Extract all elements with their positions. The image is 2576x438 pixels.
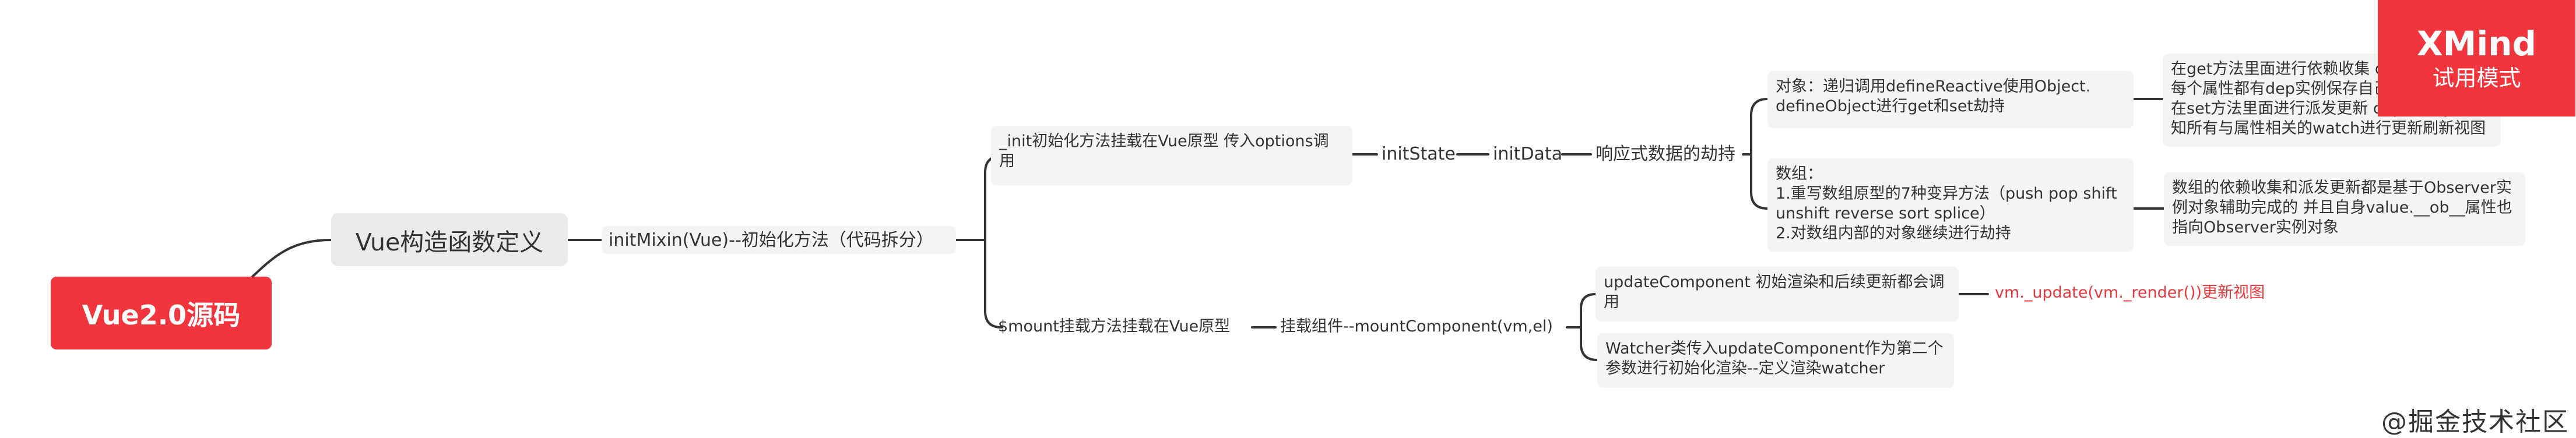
badge-subtitle: 试用模式 [2432, 65, 2521, 91]
root-topic-label: Vue2.0源码 [82, 299, 241, 331]
initstate-topic[interactable]: initState [1377, 141, 1457, 168]
array-topic[interactable]: 数组： 1.重写数组原型的7种变异方法（push pop shift unshi… [1767, 158, 2134, 252]
root-topic[interactable]: Vue2.0源码 [51, 277, 272, 349]
connector-fork-update [1580, 293, 1597, 328]
array-label: 数组： 1.重写数组原型的7种变异方法（push pop shift unshi… [1776, 165, 2117, 242]
initmixin-label: initMixin(Vue)--初始化方法（代码拆分） [609, 230, 934, 250]
object-label: 对象：递归调用defineReactive使用Object. defineObj… [1776, 77, 2091, 115]
init-topic[interactable]: _init初始化方法挂载在Vue原型 传入options调用 [991, 126, 1352, 185]
watermark: @掘金技术社区 [2381, 407, 2569, 437]
watcher-label: Watcher类传入updateComponent作为第二个参数进行初始化渲染-… [1605, 340, 1944, 377]
vm-update-label: vm._update(vm._render())更新视图 [1995, 284, 2265, 302]
mount-label: $mount挂载方法挂载在Vue原型 [998, 317, 1231, 335]
initdata-topic[interactable]: initData [1488, 141, 1562, 168]
connector-fork-watcher [1580, 326, 1598, 361]
badge-title: XMind [2416, 24, 2537, 63]
connector-reactive-object [1750, 98, 1769, 156]
connector-root-main [251, 239, 332, 278]
connector-reactive-array [1750, 153, 1769, 210]
mountcomponent-label: 挂载组件--mountComponent(vm,el) [1280, 317, 1553, 335]
object-topic[interactable]: 对象：递归调用defineReactive使用Object. defineObj… [1767, 71, 2134, 128]
vm-update-topic[interactable]: vm._update(vm._render())更新视图 [1988, 281, 2291, 308]
array-detail-label: 数组的依赖收集和派发更新都是基于Observer实例对象辅助完成的 并且自身va… [2172, 179, 2512, 236]
initdata-label: initData [1493, 144, 1563, 164]
xmind-trial-badge: XMind 试用模式 [2378, 0, 2575, 116]
updatecomponent-topic[interactable]: updateComponent 初始渲染和后续更新都会调用 [1595, 267, 1959, 322]
updatecomponent-label: updateComponent 初始渲染和后续更新都会调用 [1604, 273, 1945, 311]
reactive-label: 响应式数据的劫持 [1595, 144, 1735, 164]
connector-fork-bottom [984, 239, 1003, 328]
main-topic-label: Vue构造函数定义 [355, 228, 544, 256]
main-topic[interactable]: Vue构造函数定义 [331, 213, 568, 266]
reactive-topic[interactable]: 响应式数据的劫持 [1591, 141, 1744, 168]
mountcomponent-topic[interactable]: 挂载组件--mountComponent(vm,el) [1275, 315, 1567, 341]
watcher-topic[interactable]: Watcher类传入updateComponent作为第二个参数进行初始化渲染-… [1597, 333, 1954, 388]
initstate-label: initState [1382, 144, 1456, 164]
array-detail-topic[interactable]: 数组的依赖收集和派发更新都是基于Observer实例对象辅助完成的 并且自身va… [2164, 172, 2525, 246]
init-label: _init初始化方法挂载在Vue原型 传入options调用 [999, 132, 1329, 170]
initmixin-topic[interactable]: initMixin(Vue)--初始化方法（代码拆分） [602, 226, 956, 254]
mount-topic[interactable]: $mount挂载方法挂载在Vue原型 [991, 315, 1253, 341]
